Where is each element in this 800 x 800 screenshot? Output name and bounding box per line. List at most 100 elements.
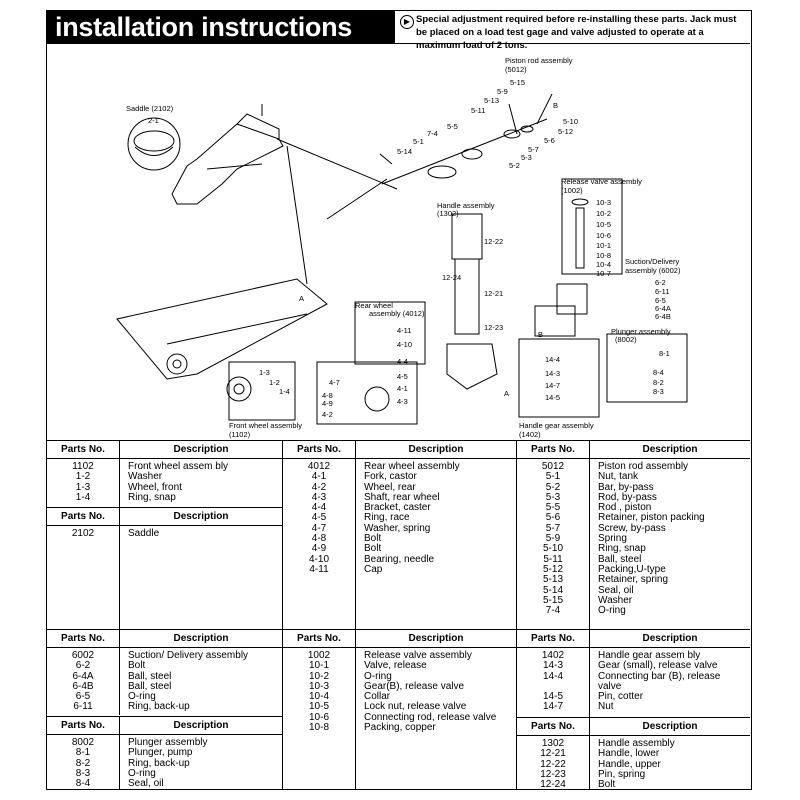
part-5-9: 5-9 — [497, 87, 508, 96]
part-4-4: 4-4 — [397, 357, 408, 366]
jack-drawing — [116, 93, 688, 425]
part-5-15: 5-15 — [510, 78, 526, 87]
part-10-6: 10-6 — [596, 231, 612, 240]
part-4-3: 4-3 — [397, 397, 408, 406]
label-handle: Handle assembly — [437, 201, 495, 210]
part-4-8: 4-8 — [322, 391, 333, 400]
label-release-valve: Release valve assembly — [561, 177, 642, 186]
part-a: A — [504, 389, 510, 398]
page-title: installation instructions — [47, 11, 395, 43]
part-8-3: 8-3 — [653, 387, 664, 396]
part-1-2: 1-2 — [269, 378, 280, 387]
header-parts-no: Parts No. — [47, 441, 120, 458]
header-description: Description — [173, 444, 229, 455]
part-6-4a: 6-4A — [655, 304, 671, 313]
part-10-8: 10-8 — [596, 251, 612, 260]
part-12-21: 12-21 — [484, 289, 504, 298]
label-handle-no: (1302) — [437, 209, 459, 218]
part-6-4b: 6-4B — [655, 312, 671, 321]
table-row: valve — [517, 681, 750, 693]
part-4-11: 4-11 — [397, 326, 412, 335]
label-suction-2: assembly (6002) — [625, 266, 681, 275]
part-10-5: 10-5 — [596, 220, 612, 229]
label-piston-rod: Piston rod assembly — [505, 56, 573, 65]
part-b-2: B — [538, 330, 544, 339]
part-10-3: 10-3 — [596, 198, 612, 207]
part-14-3: 14-3 — [545, 369, 561, 378]
part-5-12: 5-12 — [558, 127, 574, 136]
part-8-2: 8-2 — [653, 378, 664, 387]
part-8-4: 8-4 — [653, 368, 664, 377]
part-1-4: 1-4 — [279, 387, 290, 396]
adjustment-note: Special adjustment required before re-in… — [416, 14, 737, 51]
label-handle-gear-no: (1402) — [519, 430, 541, 439]
part-4-10: 4-10 — [397, 340, 413, 349]
label-rear-wheel: Rear wheel — [355, 301, 393, 310]
part-10-1: 10-1 — [596, 241, 612, 250]
label-front-wheel-no: (1102) — [229, 430, 251, 439]
label-front-wheel: Front wheel assembly — [229, 421, 302, 430]
part-5-13: 5-13 — [484, 96, 500, 105]
part-4-9: 4-9 — [322, 399, 333, 408]
part-5-5: 5-5 — [447, 122, 458, 131]
label-2-1: 2-1 — [148, 116, 159, 125]
part-4-1: 4-1 — [397, 384, 408, 393]
part-14-5: 14-5 — [545, 393, 561, 402]
label-handle-gear: Handle gear assembly — [519, 421, 594, 430]
part-4-7: 4-7 — [329, 378, 340, 387]
part-10-2: 10-2 — [596, 209, 612, 218]
label-saddle: Saddle (2102) — [126, 104, 174, 113]
